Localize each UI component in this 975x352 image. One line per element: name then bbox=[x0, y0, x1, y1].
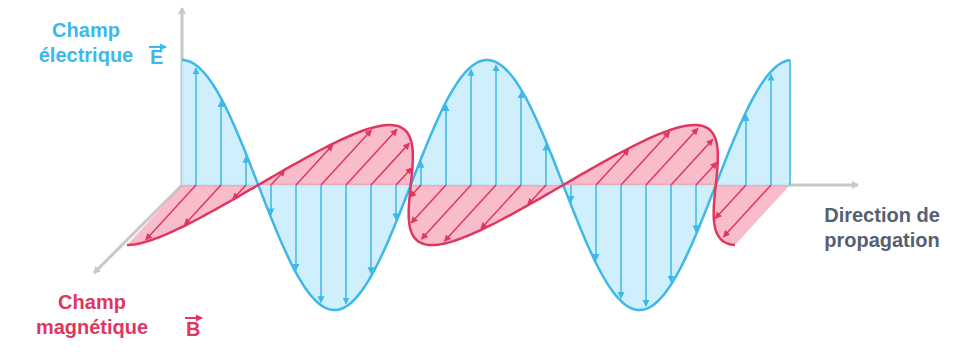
electric-vector bbox=[770, 75, 772, 185]
magnetic-vector bbox=[321, 130, 371, 185]
electric-vector bbox=[445, 105, 447, 185]
electric-vector bbox=[370, 185, 372, 273]
magnetic-vector bbox=[346, 130, 397, 185]
axis-label: Champ électrique bbox=[22, 18, 150, 68]
electric-vector bbox=[220, 101, 222, 185]
magnetic-vector bbox=[422, 185, 471, 239]
magnetic-vector bbox=[696, 162, 717, 185]
magnetic-field-fill bbox=[127, 125, 790, 245]
magnetic-vector bbox=[646, 129, 698, 185]
electric-vector bbox=[520, 92, 522, 185]
electric-vector bbox=[695, 185, 697, 231]
magnetic-vector bbox=[371, 143, 409, 185]
magnetic-vector bbox=[185, 185, 221, 225]
electric-field-edge bbox=[789, 60, 791, 185]
magnetic-vector bbox=[445, 185, 496, 241]
electric-vector bbox=[345, 185, 347, 304]
electric-vector bbox=[670, 185, 672, 282]
magnetic-vector bbox=[396, 168, 412, 185]
magnetic-vector bbox=[716, 185, 746, 218]
electric-vector bbox=[545, 145, 547, 185]
magnetic-vector bbox=[271, 170, 285, 185]
magnetic-field-curve bbox=[127, 125, 735, 245]
magnetic-vector bbox=[724, 185, 771, 237]
magnetic-vector bbox=[233, 185, 246, 199]
electric-vector bbox=[620, 185, 622, 298]
magnetic-vector bbox=[671, 140, 713, 185]
electric-vector bbox=[645, 185, 647, 306]
electric-vector bbox=[395, 185, 397, 219]
electric-vector bbox=[745, 115, 747, 185]
electric-vector bbox=[595, 185, 597, 260]
electric-vector bbox=[245, 157, 247, 185]
electric-vector bbox=[495, 65, 497, 185]
magnetic-vector bbox=[146, 185, 196, 240]
axis-label: Champ magnétique bbox=[8, 290, 176, 340]
electric-vector bbox=[295, 185, 297, 270]
waves bbox=[127, 60, 790, 310]
electric-vector bbox=[320, 185, 322, 302]
magnetic-vector bbox=[621, 132, 670, 185]
electric-vector bbox=[195, 68, 197, 185]
electric-vector bbox=[470, 70, 472, 185]
vector-symbol: B bbox=[186, 317, 206, 342]
magnetic-vector bbox=[596, 149, 629, 185]
vector-symbol: E bbox=[150, 45, 170, 70]
magnetic-vector bbox=[410, 185, 421, 197]
magnetic-vector bbox=[481, 185, 521, 229]
electric-vector bbox=[270, 185, 272, 214]
electric-vector bbox=[570, 185, 572, 202]
magnetic-vector bbox=[528, 185, 546, 205]
electric-vector bbox=[420, 162, 422, 185]
axis-label: Direction de propagation bbox=[798, 203, 966, 253]
